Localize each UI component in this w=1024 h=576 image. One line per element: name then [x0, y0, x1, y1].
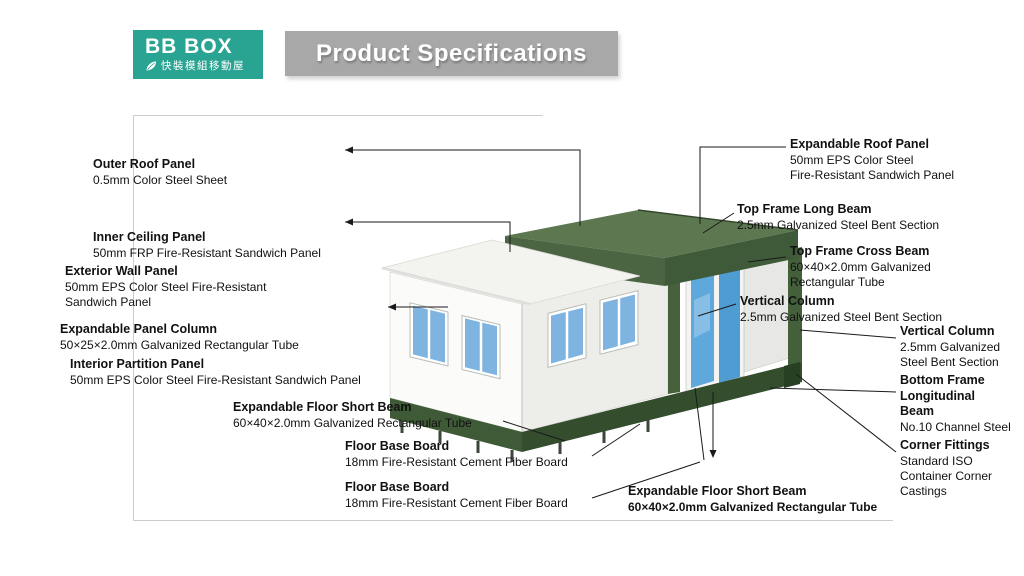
- label-desc: 50mm EPS Color Steel Fire-Resistant Sand…: [70, 372, 361, 387]
- wing-roof-panel: [381, 239, 641, 306]
- label-title: Expandable Panel Column: [60, 322, 217, 336]
- leader-top-frame-cross-beam: [747, 256, 787, 263]
- leader-floor-short-beam-left: [502, 420, 566, 442]
- label-desc: 50mm EPS Color Steel Fire-Resistant Sand…: [65, 279, 267, 309]
- label-title: Floor Base Board: [345, 480, 450, 494]
- label-top-frame-long-beam: Top Frame Long Beam 2.5mm Galvanized Ste…: [737, 202, 939, 233]
- label-title: Expandable Floor Short Beam: [628, 484, 807, 498]
- logo-tagline: 快裝模組移動屋: [161, 60, 245, 72]
- label-title: Vertical Column: [900, 324, 995, 338]
- label-title: Expandable Roof Panel: [790, 137, 929, 151]
- label-desc: 2.5mm Galvanized Steel Bent Section: [737, 217, 940, 232]
- support-legs: [400, 420, 650, 462]
- page-title: Product Specifications: [315, 39, 588, 67]
- sliding-door: [685, 252, 745, 393]
- label-expandable-roof-panel: Expandable Roof Panel 50mm EPS Color Ste…: [790, 137, 954, 183]
- vertical-column-mid: [668, 263, 680, 394]
- label-desc: 50mm EPS Color Steel Fire-Resistant Sand…: [790, 152, 955, 182]
- label-expandable-floor-short-beam-right: Expandable Floor Short Beam 60×40×2.0mm …: [628, 484, 877, 515]
- label-title: Floor Base Board: [345, 439, 450, 453]
- bbbox-logo: BB BOX 快裝模組移動屋: [133, 30, 263, 79]
- label-floor-base-board-2: Floor Base Board 18mm Fire-Resistant Cem…: [345, 480, 568, 511]
- label-top-frame-cross-beam: Top Frame Cross Beam 60×40×2.0mm Galvani…: [790, 244, 931, 290]
- leader-vertical-column-1: [697, 303, 737, 317]
- floor-base: [390, 362, 802, 452]
- window-a1: [409, 302, 449, 367]
- label-desc: 60×40×2.0mm Galvanized Rectangular Tube: [233, 415, 472, 430]
- label-title: Exterior Wall Panel: [65, 264, 178, 278]
- label-desc: 0.5mm Color Steel Sheet: [93, 172, 228, 187]
- label-expandable-panel-column: Expandable Panel Column 50×25×2.0mm Galv…: [60, 322, 299, 353]
- label-title: Expandable Floor Short Beam: [233, 400, 412, 414]
- page-title-banner: Product Specifications: [285, 31, 618, 76]
- leader-floor-base-board-1: [591, 423, 641, 457]
- label-title: Outer Roof Panel: [93, 157, 196, 171]
- leaf-icon: [146, 61, 156, 71]
- label-inner-ceiling-panel: Inner Ceiling Panel 50mm FRP Fire-Resist…: [93, 230, 321, 261]
- label-outer-roof-panel: Outer Roof Panel 0.5mm Color Steel Sheet: [93, 157, 227, 188]
- leader-floor-short-beam-right-a: [694, 387, 705, 461]
- leader-arrowheads: [345, 146, 717, 458]
- label-title: Corner Fittings: [900, 438, 990, 452]
- label-interior-partition-panel: Interior Partition Panel 50mm EPS Color …: [70, 357, 361, 388]
- label-desc: 50mm FRP Fire-Resistant Sandwich Panel: [93, 245, 321, 260]
- logo-brand-text: BB BOX: [145, 35, 233, 58]
- label-vertical-column-1: Vertical Column 2.5mm Galvanized Steel B…: [740, 294, 942, 325]
- label-desc: 2.5mm Galvanized Steel Bent Section: [900, 339, 1001, 369]
- window-b1: [547, 303, 587, 369]
- label-desc: 18mm Fire-Resistant Cement Fiber Board: [345, 495, 568, 510]
- leader-corner-fittings: [795, 373, 897, 453]
- leader-expandable-roof: [699, 146, 786, 224]
- label-desc: 2.5mm Galvanized Steel Bent Section: [740, 309, 943, 324]
- label-title: Vertical Column: [740, 294, 835, 308]
- label-vertical-column-2: Vertical Column 2.5mm Galvanized Steel B…: [900, 324, 1000, 370]
- leader-outer-roof: [345, 149, 581, 226]
- label-floor-base-board-1: Floor Base Board 18mm Fire-Resistant Cem…: [345, 439, 568, 470]
- label-bottom-frame-longitudinal-beam: Bottom Frame Longitudinal Beam No.10 Cha…: [900, 373, 1011, 435]
- vertical-column-right: [788, 247, 802, 366]
- door-glass-left: [691, 266, 714, 388]
- window-a2: [461, 314, 501, 380]
- leader-inner-ceiling: [345, 221, 511, 252]
- label-expandable-floor-short-beam-left: Expandable Floor Short Beam 60×40×2.0mm …: [233, 400, 472, 431]
- label-corner-fittings: Corner Fittings Standard ISO Container C…: [900, 438, 992, 499]
- label-title: Top Frame Long Beam: [737, 202, 872, 216]
- label-title: Bottom Frame Longitudinal Beam: [900, 373, 985, 419]
- leader-lines: [345, 146, 897, 499]
- page-frame-lines: [133, 115, 893, 521]
- leader-floor-base-board-2: [591, 461, 701, 499]
- label-title: Interior Partition Panel: [70, 357, 205, 371]
- leader-bottom-frame: [769, 387, 897, 393]
- leader-vertical-column-2: [799, 329, 897, 339]
- label-title: Top Frame Cross Beam: [790, 244, 930, 258]
- label-desc: 50×25×2.0mm Galvanized Rectangular Tube: [60, 337, 299, 352]
- main-roof-panel: [505, 209, 799, 286]
- door-glass-right: [719, 260, 740, 383]
- corner-fitting-block: [784, 362, 800, 388]
- leader-top-frame-long-beam: [702, 212, 735, 234]
- label-desc: 60×40×2.0mm Galvanized Rectangular Tube: [790, 259, 931, 289]
- label-desc: 18mm Fire-Resistant Cement Fiber Board: [345, 454, 568, 469]
- label-desc: Standard ISO Container Corner Castings: [900, 453, 993, 499]
- label-desc: No.10 Channel Steel: [900, 419, 1011, 434]
- label-title: Inner Ceiling Panel: [93, 230, 206, 244]
- window-b2: [599, 289, 639, 355]
- label-desc: 60×40×2.0mm Galvanized Rectangular Tube: [628, 499, 878, 514]
- label-exterior-wall-panel: Exterior Wall Panel 50mm EPS Color Steel…: [65, 264, 266, 310]
